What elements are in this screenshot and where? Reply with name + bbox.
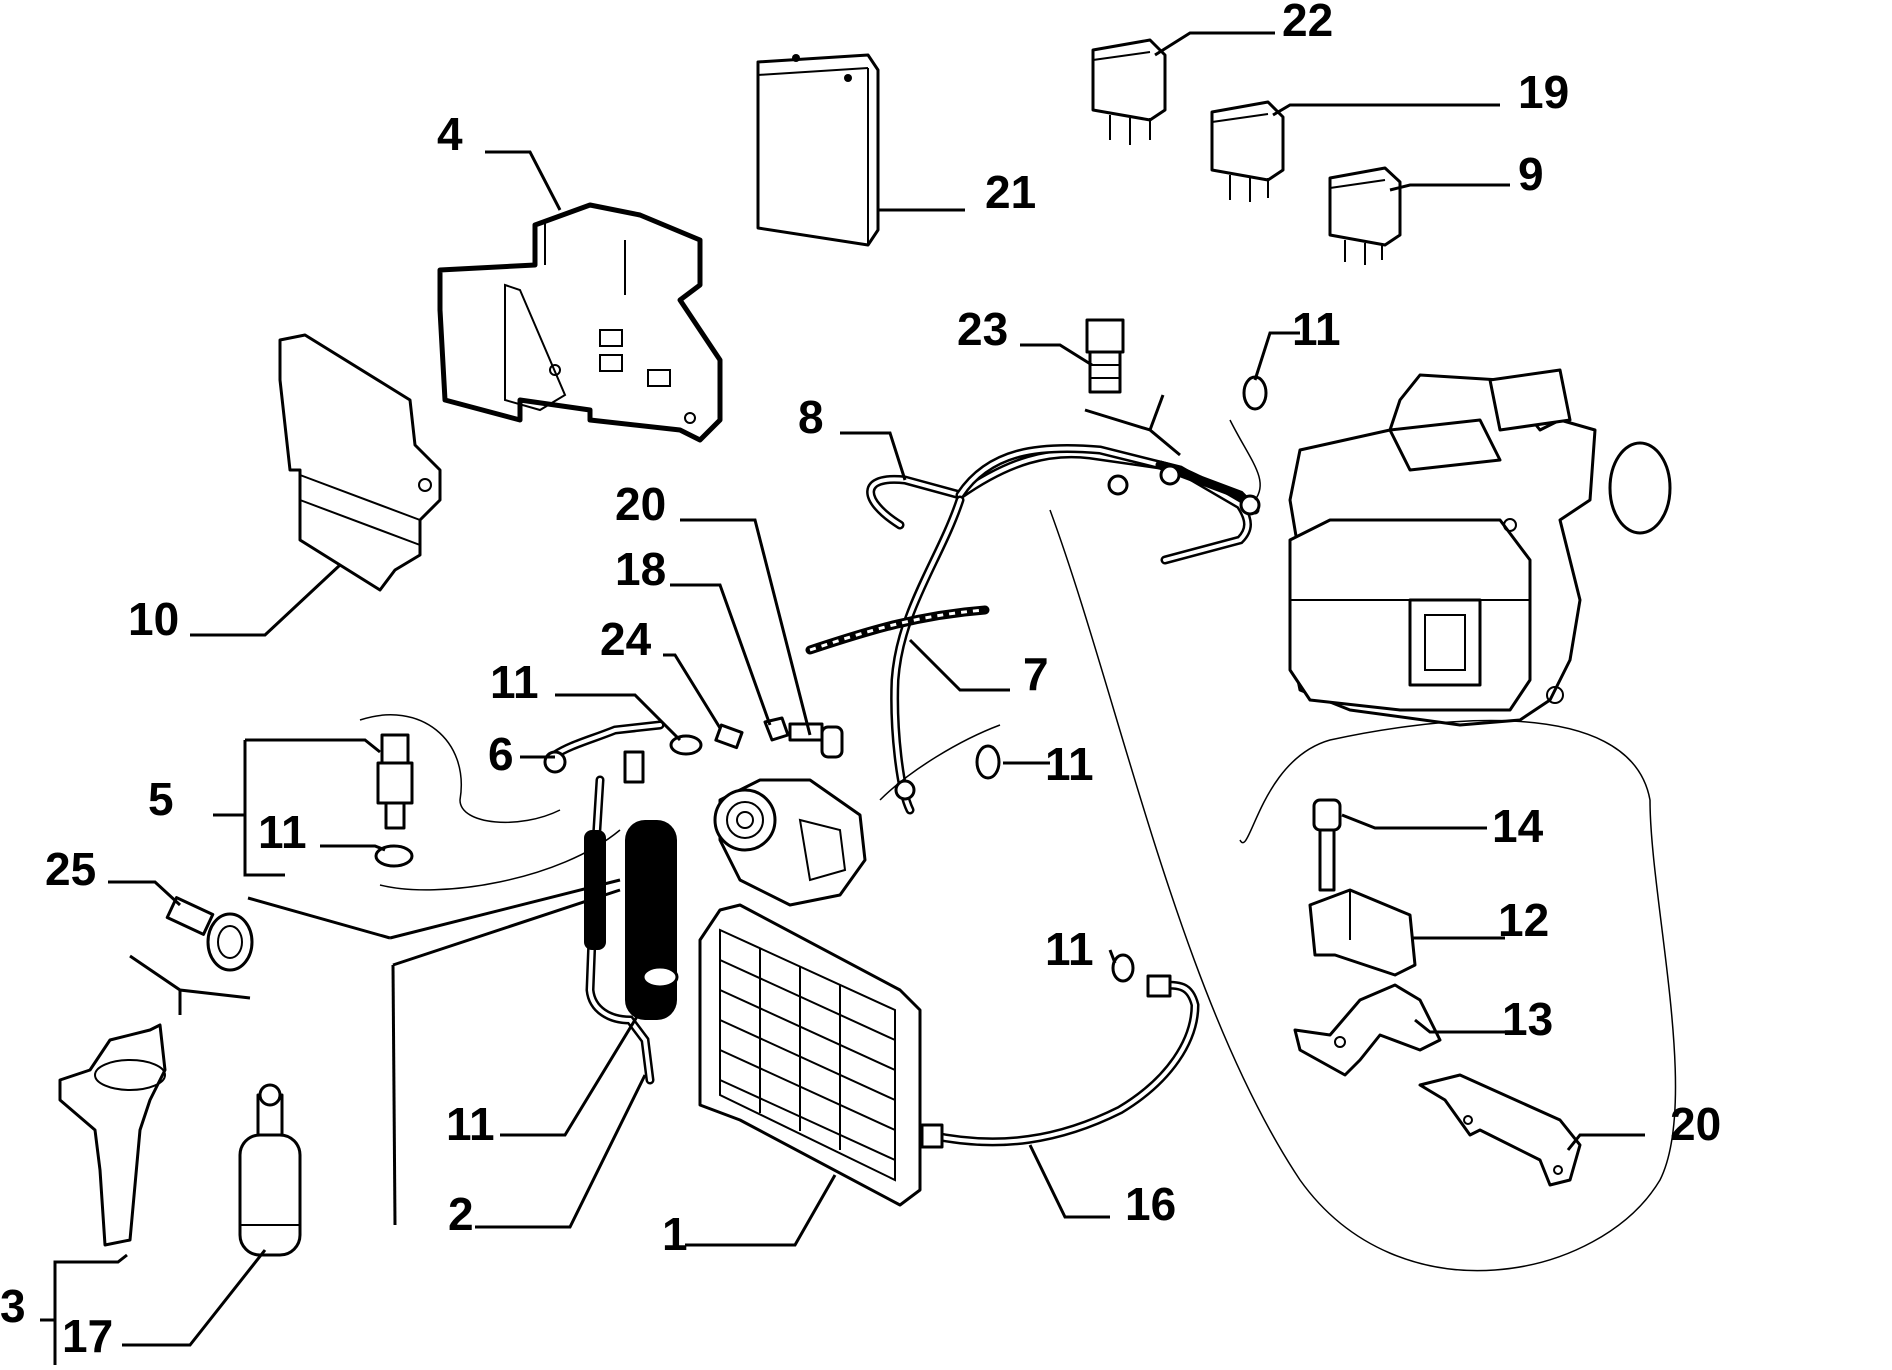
part-fitting-25 (165, 896, 254, 972)
callout-1: 1 (662, 1208, 688, 1260)
part-control-unit (278, 333, 442, 592)
assembly-guide-lines (359, 419, 1677, 1272)
part-module-box (756, 53, 880, 247)
callout-12: 12 (1498, 894, 1549, 946)
part-compressor (713, 778, 867, 907)
callout-5: 5 (148, 773, 174, 825)
part-bolt-17-18 (763, 716, 844, 759)
part-bracket (437, 202, 723, 443)
callout-10: 10 (128, 593, 179, 645)
leader-lines (40, 31, 1645, 1365)
part-drier (584, 820, 677, 1020)
callout-23: 23 (957, 303, 1008, 355)
callout-24: 24 (600, 613, 652, 665)
callout-14: 14 (1492, 800, 1544, 852)
callout-3: 3 (0, 1280, 26, 1332)
callout-11-lower-left: 11 (258, 806, 307, 858)
assembly-lines (129, 394, 1181, 1226)
part-bracket-3 (58, 1023, 167, 1247)
callout-11-top-right: 11 (1292, 303, 1341, 355)
part-heater-unit (1288, 368, 1672, 727)
callout-9: 9 (1518, 148, 1544, 200)
part-bracket-20 (1418, 1073, 1582, 1187)
part-clamp-12 (1308, 888, 1417, 977)
part-hose-6 (543, 720, 665, 1085)
callout-21: 21 (985, 166, 1036, 218)
part-bolt-14 (1312, 798, 1342, 892)
callout-4: 4 (437, 108, 463, 160)
part-relay-22 (1091, 38, 1167, 145)
callout-13: 13 (1502, 993, 1553, 1045)
callout-25: 25 (45, 843, 96, 895)
callout-11-mid-right: 11 (1045, 738, 1094, 790)
part-pipe-assembly (805, 444, 1261, 815)
part-switch-5 (376, 733, 414, 830)
callout-22: 22 (1282, 0, 1333, 46)
callout-16: 16 (1125, 1178, 1176, 1230)
callout-17: 18 (615, 543, 666, 595)
callout-8: 8 (798, 391, 824, 443)
callout-20: 20 (1670, 1098, 1721, 1150)
callout-18: 20 (615, 478, 666, 530)
part-pump-19 (238, 1083, 302, 1257)
part-screw-24 (714, 723, 744, 750)
part-clip-13 (1293, 983, 1442, 1077)
callout-6: 6 (488, 728, 514, 780)
part-pipe-16 (920, 974, 1200, 1149)
callout-2: 2 (448, 1188, 474, 1240)
callout-19: 17 (62, 1310, 113, 1362)
callout-15: 19 (1518, 66, 1569, 118)
callout-labels: 22 19 9 21 4 10 23 11 8 20 18 24 7 11 11… (0, 0, 1721, 1362)
part-relay-9 (1328, 166, 1402, 265)
part-relay-15 (1210, 100, 1285, 202)
callout-11-lower-right: 11 (1045, 923, 1094, 975)
callout-11-mid-left: 11 (490, 656, 539, 708)
callout-7: 7 (1023, 648, 1049, 700)
part-pressure-switch-23 (1085, 318, 1125, 394)
callout-11-lower-middle: 11 (446, 1098, 495, 1150)
part-condenser (698, 903, 922, 1207)
